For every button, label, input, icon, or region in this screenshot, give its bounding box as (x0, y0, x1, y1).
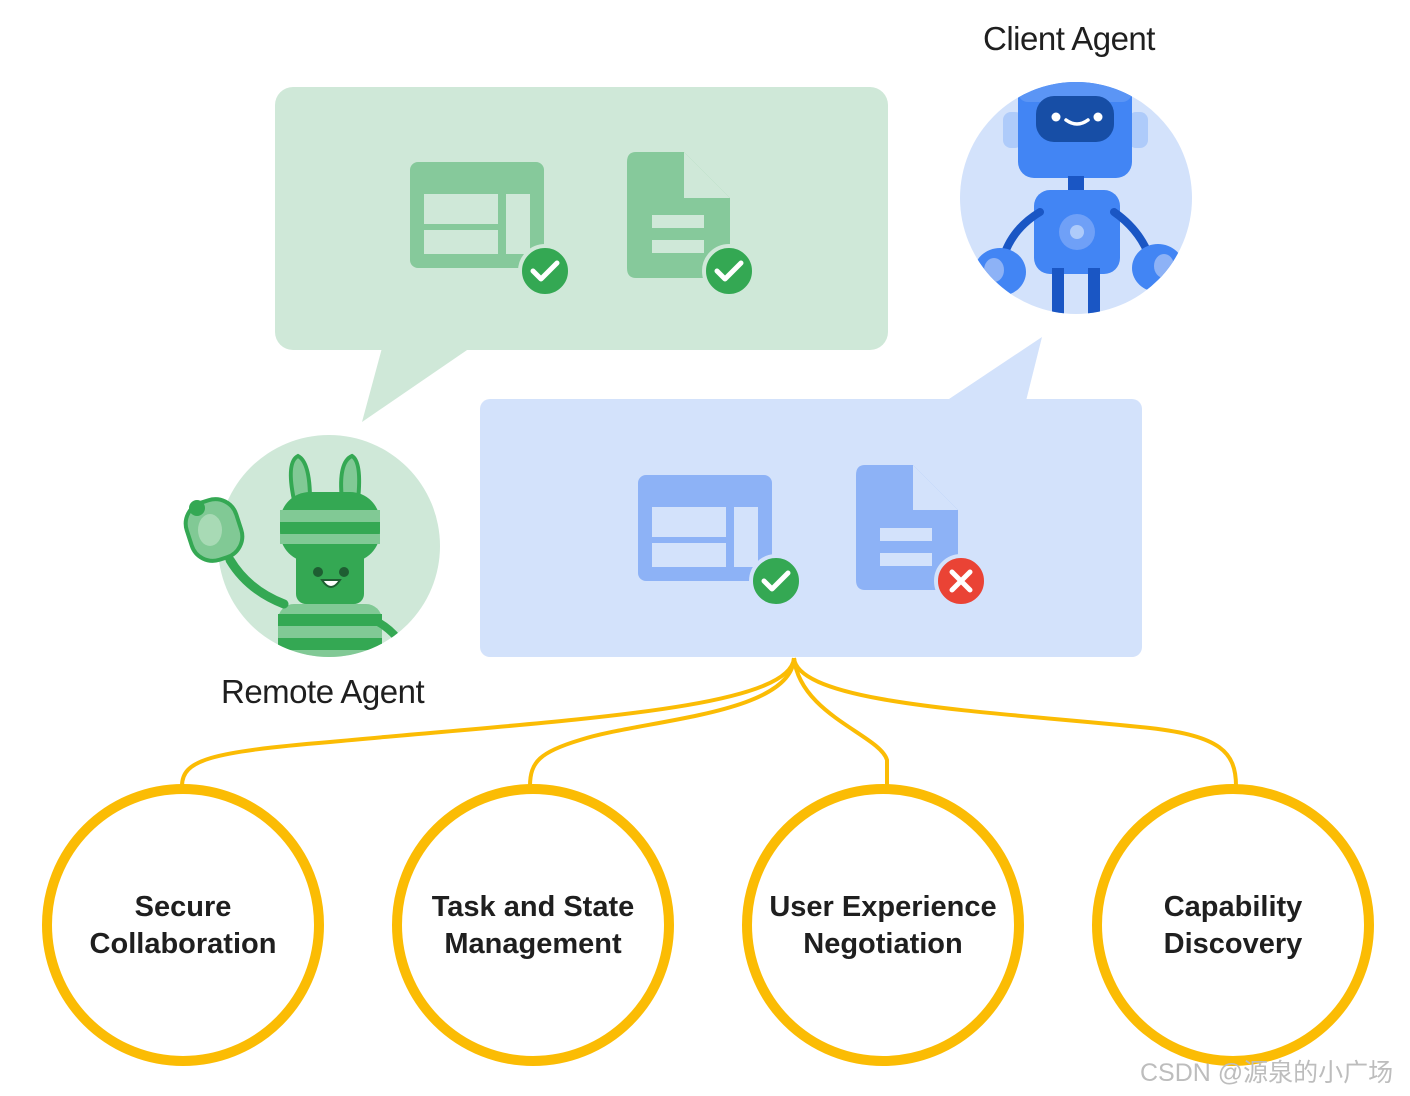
capability-label-line2: Management (444, 928, 622, 960)
client-document-icon (856, 465, 958, 590)
capability-circle-secure-collaboration (42, 784, 324, 1066)
client-agent-robot-avatar (960, 82, 1192, 314)
capability-circle-ux-negotiation (742, 784, 1024, 1066)
capability-label-secure-collaboration: Secure Collaboration (58, 889, 308, 963)
check-icon (702, 244, 756, 298)
connector-lines (180, 657, 1238, 787)
capability-circles (42, 784, 1374, 1066)
remote-agent-robot-avatar (183, 435, 440, 657)
client-agent-label: Client Agent (983, 20, 1155, 57)
check-icon (749, 554, 803, 608)
remote-agent-bubble (275, 87, 888, 422)
remote-document-icon (627, 152, 730, 278)
watermark: CSDN @源泉的小广场 (1140, 1059, 1394, 1087)
capability-circle-capability-discovery (1092, 784, 1374, 1066)
remote-agent-label: Remote Agent (221, 673, 425, 710)
capability-label-line2: Collaboration (89, 928, 277, 960)
remote-table-icon (410, 162, 544, 268)
capability-label-task-state: Task and State Management (408, 889, 658, 963)
capability-label-capability-discovery: Capability Discovery (1108, 889, 1358, 963)
error-x-icon (934, 554, 988, 608)
capability-label-line1: Task and State (431, 891, 635, 923)
client-table-icon (638, 475, 772, 581)
capability-label-line2: Discovery (1163, 928, 1303, 960)
client-agent-bubble (480, 337, 1142, 657)
capability-circle-task-state (392, 784, 674, 1066)
capability-label-ux-negotiation: User Experience Negotiation (758, 889, 1008, 963)
capability-label-line1: Capability (1163, 891, 1303, 923)
capability-label-line2: Negotiation (803, 928, 963, 960)
capability-label-line1: Secure (134, 891, 232, 923)
capability-label-line1: User Experience (769, 891, 997, 923)
check-icon (518, 244, 572, 298)
